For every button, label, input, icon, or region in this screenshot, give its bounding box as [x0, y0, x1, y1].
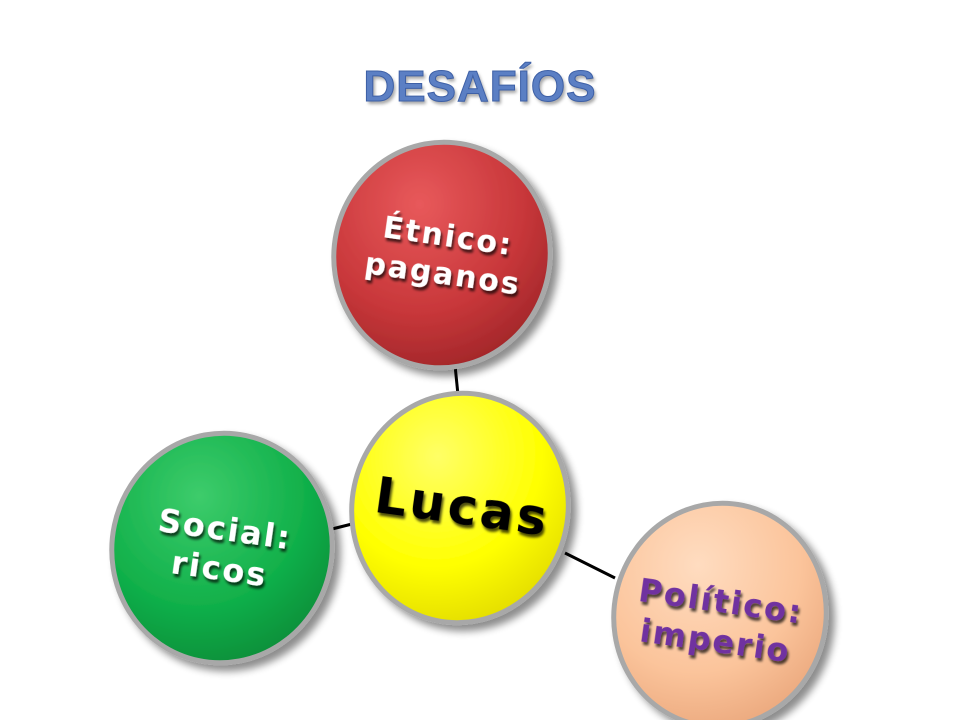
slide-title: DESAFÍOS: [363, 62, 597, 112]
node-politico: [611, 500, 829, 720]
connector-politico: [564, 551, 616, 580]
node-lucas-center: [349, 390, 571, 626]
node-social: [109, 430, 335, 666]
node-etnico: [331, 139, 553, 371]
connector-etnico: [453, 364, 460, 396]
